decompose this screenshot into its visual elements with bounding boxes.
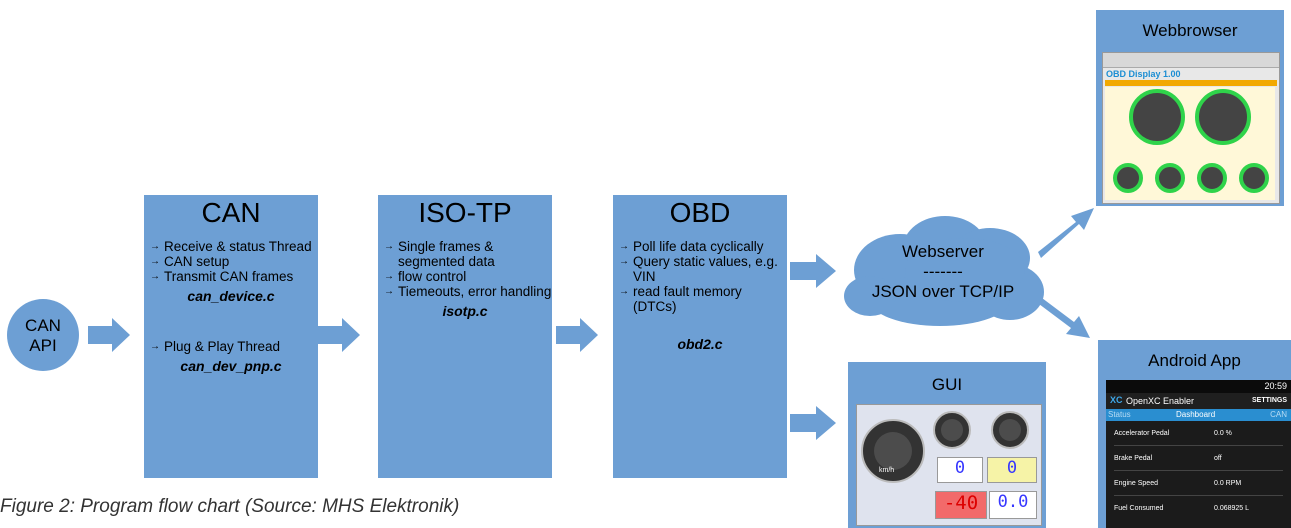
arrow-webserver-to-browser: [1038, 208, 1094, 258]
arrow-canapi-to-can: [88, 318, 130, 352]
small-gauge-icon: [1155, 163, 1185, 193]
small-gauge-icon: [1239, 163, 1269, 193]
speed-gauge-icon: [1129, 89, 1185, 145]
tab-dashboard[interactable]: Dashboard: [1176, 410, 1216, 419]
list-item: Receive & status Thread: [150, 239, 318, 254]
list-item: Poll life data cyclically: [619, 239, 787, 254]
webbrowser-title: Webbrowser: [1142, 21, 1238, 40]
list-item: Fuel Consumed 0.068925 L: [1114, 505, 1250, 512]
gui-screenshot: 0 0 -40 0.0 km/h: [856, 404, 1042, 526]
list-item: Transmit CAN frames: [150, 269, 318, 284]
obd-title: OBD: [669, 197, 731, 228]
can-device-file: can_device.c: [187, 288, 275, 304]
app-logo-icon: XC: [1110, 395, 1123, 405]
android-title: Android App: [1148, 351, 1241, 370]
arrow-can-to-isotp: [318, 318, 360, 352]
webserver-cloud: [844, 216, 1044, 326]
can-api-label: CAN API: [25, 316, 61, 355]
can-block: CAN Receive & status Thread CAN setup Tr…: [144, 195, 318, 478]
gui-title: GUI: [931, 375, 963, 394]
tab-status[interactable]: Status: [1108, 410, 1131, 419]
gui-readout: -40: [935, 491, 987, 519]
can-pnp-list: Plug & Play Thread: [150, 339, 318, 354]
arrow-webserver-to-android: [1035, 295, 1090, 338]
can-title: CAN: [201, 197, 261, 228]
rpm-gauge-icon: [933, 411, 971, 449]
obd-file: obd2.c: [677, 336, 723, 352]
obd-block: OBD Poll life data cyclically Query stat…: [613, 195, 787, 478]
list-item: Engine Speed 0.0 RPM: [1114, 471, 1283, 496]
android-tab-bar: Status Dashboard CAN: [1106, 409, 1291, 421]
list-item: flow control: [384, 269, 552, 284]
browser-chrome: [1103, 53, 1279, 68]
rpm-gauge-icon: [1195, 89, 1251, 145]
isotp-file: isotp.c: [442, 303, 488, 319]
android-row-list: Accelerator Pedal 0.0 % Brake Pedal off …: [1106, 421, 1291, 520]
speedometer-icon: [861, 419, 925, 483]
android-time: 20:59: [1264, 381, 1287, 391]
isotp-title: ISO-TP: [418, 197, 512, 228]
gui-unit-label: km/h: [879, 467, 895, 474]
arrow-obd-to-gui: [790, 406, 836, 440]
small-gauge-icon: [1113, 163, 1143, 193]
list-item: Plug & Play Thread: [150, 339, 318, 354]
obd-feature-list: Poll life data cyclically Query static v…: [619, 239, 787, 314]
gui-readout: 0: [987, 457, 1037, 483]
tab-can[interactable]: CAN: [1270, 410, 1287, 419]
list-item: Tiemeouts, error handling: [384, 284, 552, 299]
android-action-bar: XC OpenXC Enabler SETTINGS: [1106, 393, 1291, 409]
android-app-name: OpenXC Enabler: [1126, 396, 1195, 406]
arrow-isotp-to-obd: [556, 318, 598, 352]
list-item: read fault memory (DTCs): [619, 284, 787, 314]
gui-readout: 0: [937, 457, 983, 483]
list-item: Single frames & segmented data: [384, 239, 552, 269]
gui-readout: 0.0: [989, 491, 1037, 519]
figure-caption: Figure 2: Program flow chart (Source: MH…: [0, 496, 460, 517]
browser-screenshot: OBD Display 1.00: [1102, 52, 1280, 204]
android-settings[interactable]: SETTINGS: [1251, 397, 1287, 404]
browser-nav-bar: [1105, 80, 1277, 86]
isotp-block: ISO-TP Single frames & segmented data fl…: [378, 195, 552, 478]
can-api-circle: [7, 299, 79, 371]
small-gauge-icon: [1197, 163, 1227, 193]
browser-page-title: OBD Display 1.00: [1106, 69, 1181, 79]
temp-gauge-icon: [991, 411, 1029, 449]
browser-dashboard: [1105, 87, 1275, 200]
android-screenshot: 20:59 XC OpenXC Enabler SETTINGS Status …: [1106, 380, 1291, 528]
gui-panel: GUI 0 0 -40 0.0 km/h: [848, 362, 1046, 528]
list-item: Brake Pedal off: [1114, 446, 1283, 471]
android-status-bar: 20:59: [1106, 380, 1291, 393]
isotp-feature-list: Single frames & segmented data flow cont…: [384, 239, 552, 299]
android-panel: Android App 20:59 XC OpenXC Enabler SETT…: [1098, 340, 1291, 528]
webserver-label: Webserver ------- JSON over TCP/IP: [871, 242, 1015, 301]
can-feature-list: Receive & status Thread CAN setup Transm…: [150, 239, 318, 284]
list-item: Query static values, e.g. VIN: [619, 254, 787, 284]
webbrowser-panel: Webbrowser OBD Display 1.00: [1096, 10, 1284, 206]
list-item: CAN setup: [150, 254, 318, 269]
arrow-obd-to-webserver: [790, 254, 836, 288]
can-pnp-file: can_dev_pnp.c: [180, 358, 282, 374]
list-item: Accelerator Pedal 0.0 %: [1114, 421, 1283, 446]
